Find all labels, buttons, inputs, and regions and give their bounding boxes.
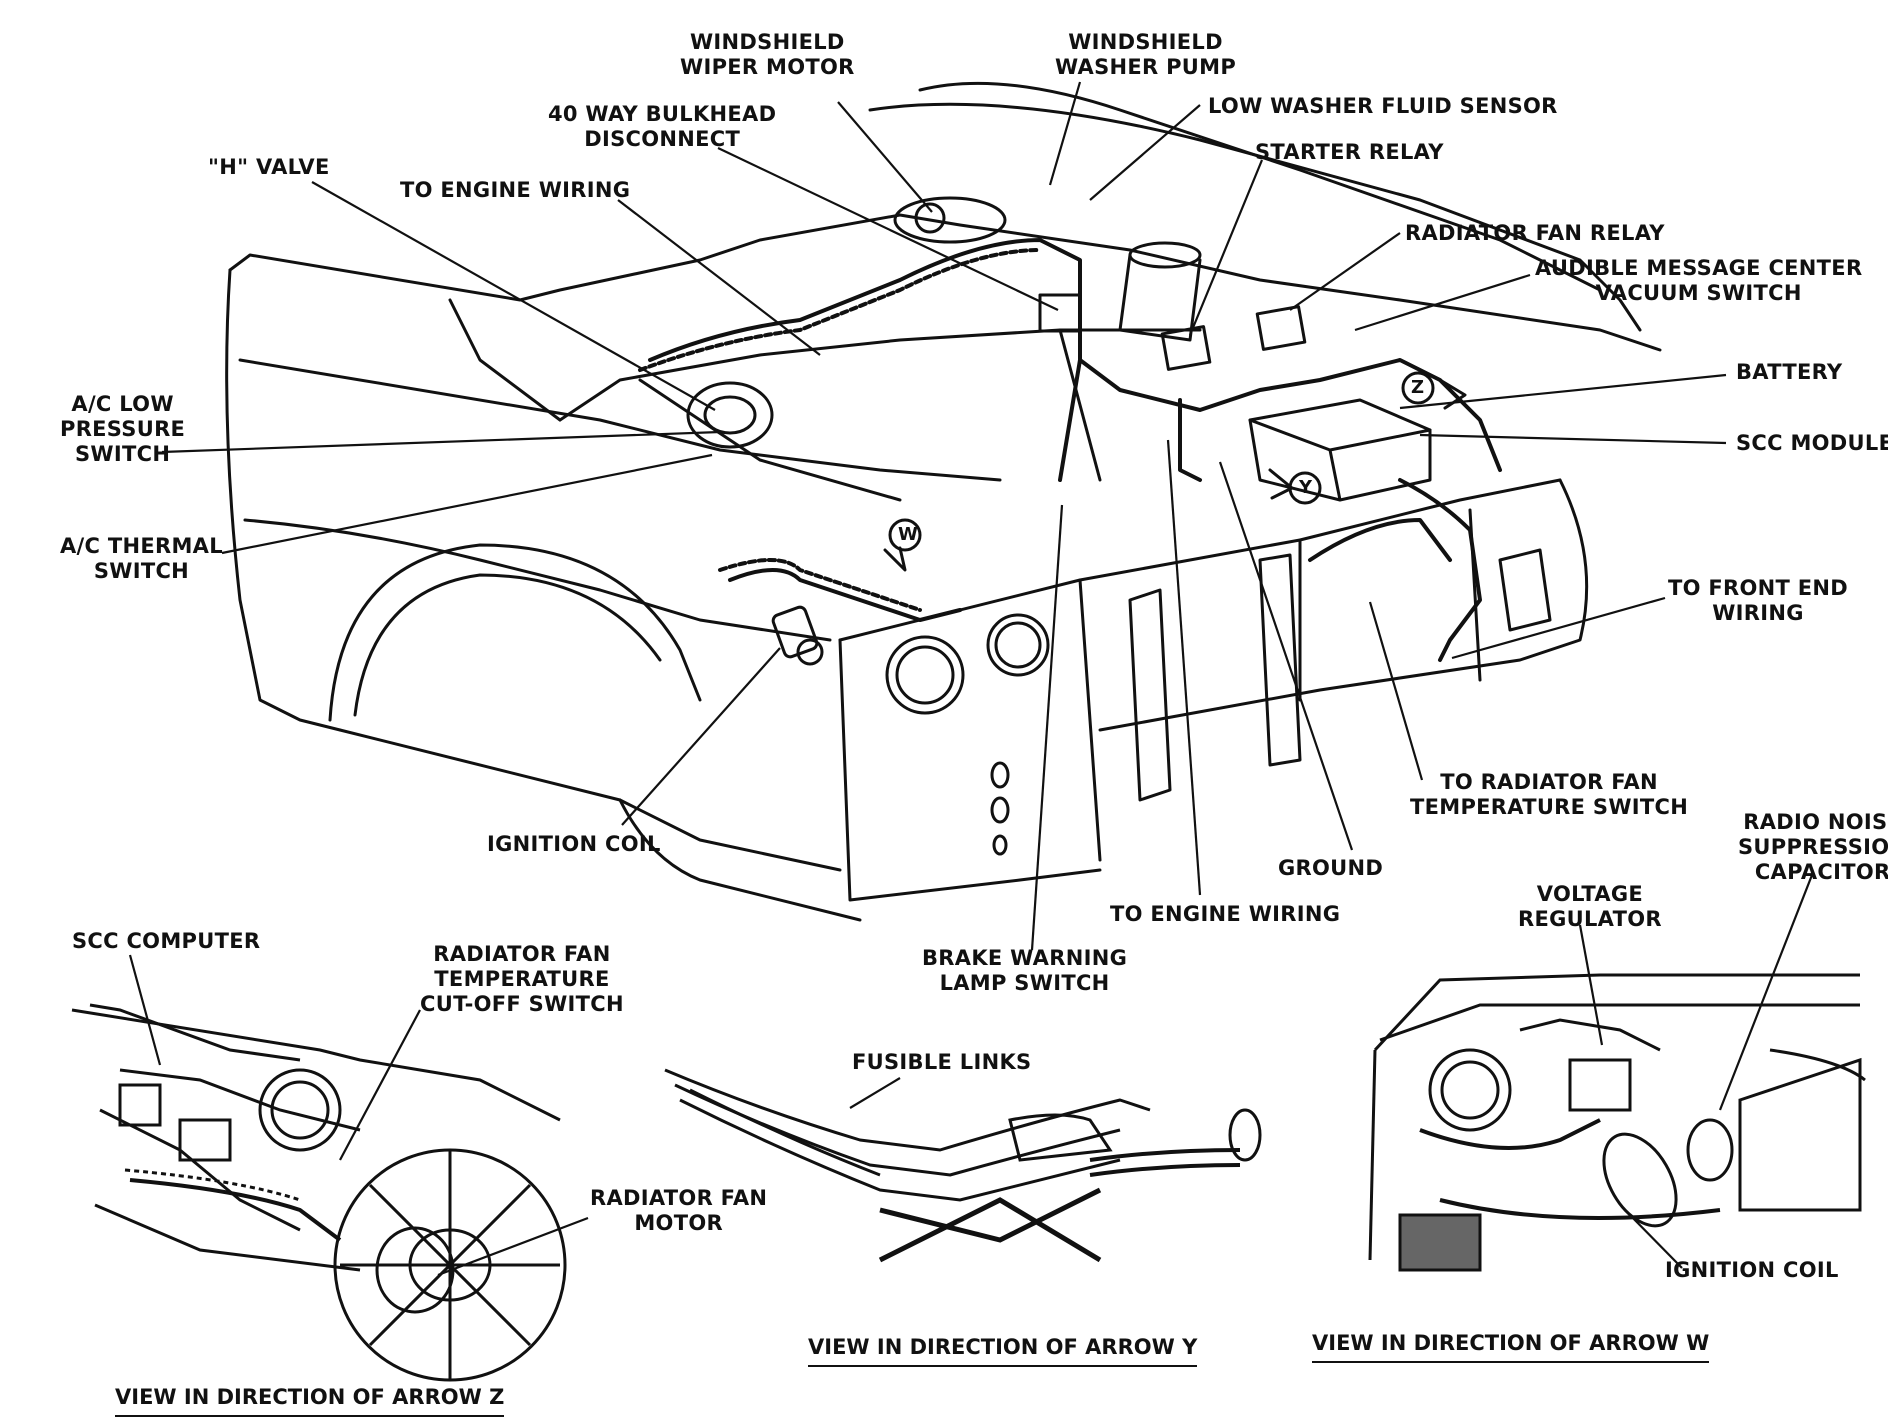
- leader-battery: [1399, 373, 1727, 410]
- leader-engine-wiring-top: [617, 199, 821, 356]
- label-starter-relay: STARTER RELAY: [1255, 140, 1444, 164]
- label-bulkhead-disconnect: 40 WAY BULKHEAD DISCONNECT: [548, 102, 777, 151]
- leader-radio-noise: [1718, 874, 1814, 1111]
- arrow-y-letter: Y: [1299, 477, 1313, 498]
- wheel-arch: [328, 543, 702, 722]
- label-scc-module: SCC MODULE: [1736, 431, 1888, 455]
- label-ac-thermal-switch: A/C THERMAL SWITCH: [60, 534, 223, 583]
- label-to-radiator-fan-temp-switch: TO RADIATOR FAN TEMPERATURE SWITCH: [1410, 770, 1689, 819]
- leader-low-washer: [1089, 104, 1201, 201]
- radiator-fan-relay: [1255, 305, 1307, 351]
- label-ground: GROUND: [1278, 856, 1384, 880]
- label-low-washer-fluid-sensor: LOW WASHER FLUID SENSOR: [1208, 94, 1558, 118]
- voltage-regulator: [1568, 1058, 1632, 1112]
- label-fusible-links: FUSIBLE LINKS: [852, 1050, 1032, 1074]
- label-brake-warning-lamp-switch: BRAKE WARNING LAMP SWITCH: [922, 946, 1128, 995]
- label-voltage-regulator: VOLTAGE REGULATOR: [1518, 882, 1662, 931]
- label-radiator-fan-motor: RADIATOR FAN MOTOR: [590, 1186, 768, 1235]
- label-radiator-fan-temp-cutoff-switch: RADIATOR FAN TEMPERATURE CUT-OFF SWITCH: [420, 942, 624, 1016]
- leader-fusible-links: [849, 1077, 901, 1109]
- ignition-coil-body: [1602, 1132, 1678, 1228]
- caption-view-arrow-y: VIEW IN DIRECTION OF ARROW Y: [808, 1335, 1198, 1367]
- washer-reservoir: [1128, 241, 1202, 269]
- label-battery: BATTERY: [1736, 360, 1843, 384]
- label-h-valve: "H" VALVE: [208, 155, 330, 179]
- label-audible-message-center: AUDIBLE MESSAGE CENTER VACUUM SWITCH: [1535, 256, 1863, 305]
- caption-view-arrow-z: VIEW IN DIRECTION OF ARROW Z: [115, 1385, 505, 1417]
- label-radiator-fan-relay: RADIATOR FAN RELAY: [1405, 221, 1665, 245]
- label-to-front-end-wiring: TO FRONT END WIRING: [1668, 576, 1849, 625]
- h-valve: [686, 381, 774, 449]
- label-washer-pump: WINDSHIELD WASHER PUMP: [1055, 30, 1237, 79]
- arrow-w-circle: [888, 518, 922, 552]
- arrow-w-letter: W: [898, 524, 919, 545]
- bulkhead-connector: [1038, 293, 1082, 333]
- label-ignition-coil-w: IGNITION COIL: [1665, 1258, 1839, 1282]
- label-ignition-coil: IGNITION COIL: [487, 832, 661, 856]
- leader-h-valve: [311, 181, 716, 411]
- leader-ignition-coil: [621, 647, 781, 826]
- leader-rad-fan-temp: [1368, 601, 1424, 781]
- label-to-engine-wiring-bottom: TO ENGINE WIRING: [1110, 902, 1341, 926]
- leader-front-end: [1451, 596, 1666, 660]
- leader-brake-warning: [1030, 504, 1064, 951]
- leader-wiper-motor: [837, 101, 933, 213]
- headlamp-right: [986, 613, 1050, 677]
- leader-engine-wiring-bottom: [1166, 439, 1202, 896]
- harness-main: [648, 238, 1502, 472]
- arrow-z-circle: [1401, 371, 1435, 405]
- leader-scc-module: [1419, 433, 1727, 445]
- arrow-z-letter: Z: [1411, 377, 1425, 398]
- leader-scc-computer: [128, 954, 162, 1066]
- inset-view-z: [71, 1003, 567, 1382]
- leader-bulkhead: [717, 147, 1059, 311]
- leader-ground: [1218, 461, 1354, 851]
- label-to-engine-wiring-top: TO ENGINE WIRING: [400, 178, 631, 202]
- label-scc-computer: SCC COMPUTER: [72, 929, 261, 953]
- leader-audible-msg: [1354, 273, 1531, 332]
- label-ac-low-pressure-switch: A/C LOW PRESSURE SWITCH: [60, 392, 186, 466]
- leader-rad-fan-relay: [1289, 232, 1401, 311]
- leader-washer-pump: [1048, 81, 1082, 186]
- leader-rad-fan-cutoff: [339, 1009, 421, 1161]
- leader-ac-low: [161, 430, 721, 454]
- leader-ac-thermal: [221, 453, 713, 555]
- headlamp-left: [885, 635, 965, 715]
- caption-view-arrow-w: VIEW IN DIRECTION OF ARROW W: [1312, 1331, 1710, 1363]
- wiper-motor: [893, 196, 1007, 244]
- harness-front: [728, 568, 962, 622]
- inset-view-y: [664, 1068, 1262, 1263]
- leader-starter-relay: [1188, 159, 1264, 336]
- hood-hinge-line: [868, 102, 1642, 332]
- starter-relay: [1160, 325, 1212, 371]
- ignition-coil: [771, 605, 819, 659]
- label-wiper-motor: WINDSHIELD WIPER MOTOR: [680, 30, 855, 79]
- left-fender: [225, 268, 342, 732]
- harness-right: [1398, 478, 1482, 662]
- inset-view-w: [1368, 973, 1866, 1272]
- label-radio-noise-capacitor: RADIO NOISE SUPPRESSION CAPACITOR: [1738, 810, 1888, 884]
